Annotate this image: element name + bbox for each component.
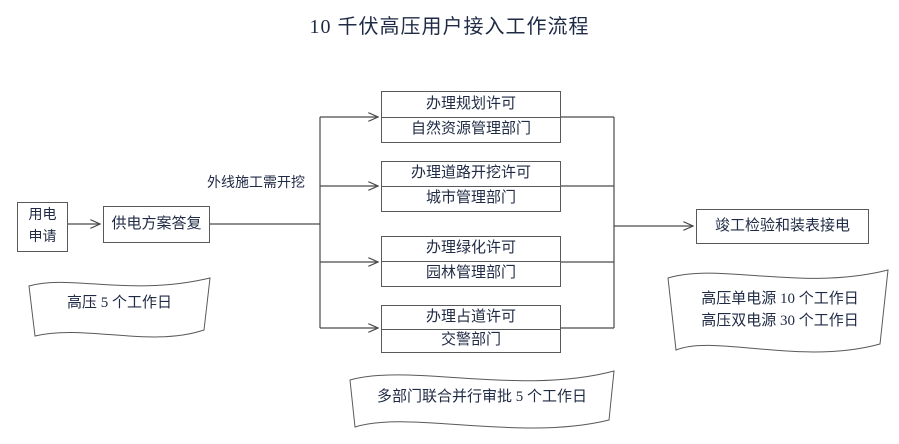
ribbon-bottom-line-1: 多部门联合并行审批 5 个工作日	[376, 389, 587, 405]
node-application-line-2: 申请	[28, 229, 57, 245]
node-supply-plan-label: 供电方案答复	[111, 215, 202, 232]
node-final-inspection[interactable]: 竣工检验和装表接电	[696, 209, 869, 244]
node-permit-road-occupancy-department: 交警部门	[440, 332, 501, 349]
node-permit-road-excavation-department: 城市管理部门	[425, 190, 516, 207]
edge-label-excavation: 外线施工需开挖	[207, 176, 305, 191]
ribbon-right-line-1: 高压单电源 10 个工作日	[701, 291, 859, 307]
node-permit-road-excavation[interactable]: 办理道路开挖许可 城市管理部门	[381, 161, 561, 212]
node-permit-planning-department: 自然资源管理部门	[410, 121, 531, 138]
ribbon-right-duration: 高压单电源 10 个工作日 高压双电源 30 个工作日	[668, 266, 892, 354]
node-permit-planning[interactable]: 办理规划许可 自然资源管理部门	[381, 91, 561, 143]
node-permit-greening-title: 办理绿化许可	[382, 237, 560, 262]
ribbon-left-line-1: 高压 5 个工作日	[66, 295, 172, 311]
node-application[interactable]: 用电 申请	[17, 202, 68, 252]
ribbon-right-line-2: 高压双电源 30 个工作日	[701, 312, 859, 329]
node-supply-plan[interactable]: 供电方案答复	[103, 206, 210, 243]
node-permit-planning-title: 办理规划许可	[382, 92, 560, 118]
node-final-inspection-label: 竣工检验和装表接电	[714, 217, 850, 234]
node-permit-greening-department: 园林管理部门	[425, 265, 516, 282]
node-permit-road-occupancy[interactable]: 办理占道许可 交警部门	[381, 305, 561, 353]
ribbon-left-duration: 高压 5 个工作日	[27, 276, 212, 334]
node-application-line-1: 用电	[28, 207, 57, 223]
node-permit-road-occupancy-title: 办理占道许可	[382, 306, 560, 330]
ribbon-bottom-duration: 多部门联合并行审批 5 个工作日	[348, 369, 616, 429]
ribbon-right-lines: 高压单电源 10 个工作日 高压双电源 30 个工作日	[668, 289, 892, 333]
node-permit-road-excavation-title: 办理道路开挖许可	[382, 162, 560, 187]
page-title: 10 千伏高压用户接入工作流程	[309, 16, 590, 38]
node-permit-greening[interactable]: 办理绿化许可 园林管理部门	[381, 236, 561, 287]
